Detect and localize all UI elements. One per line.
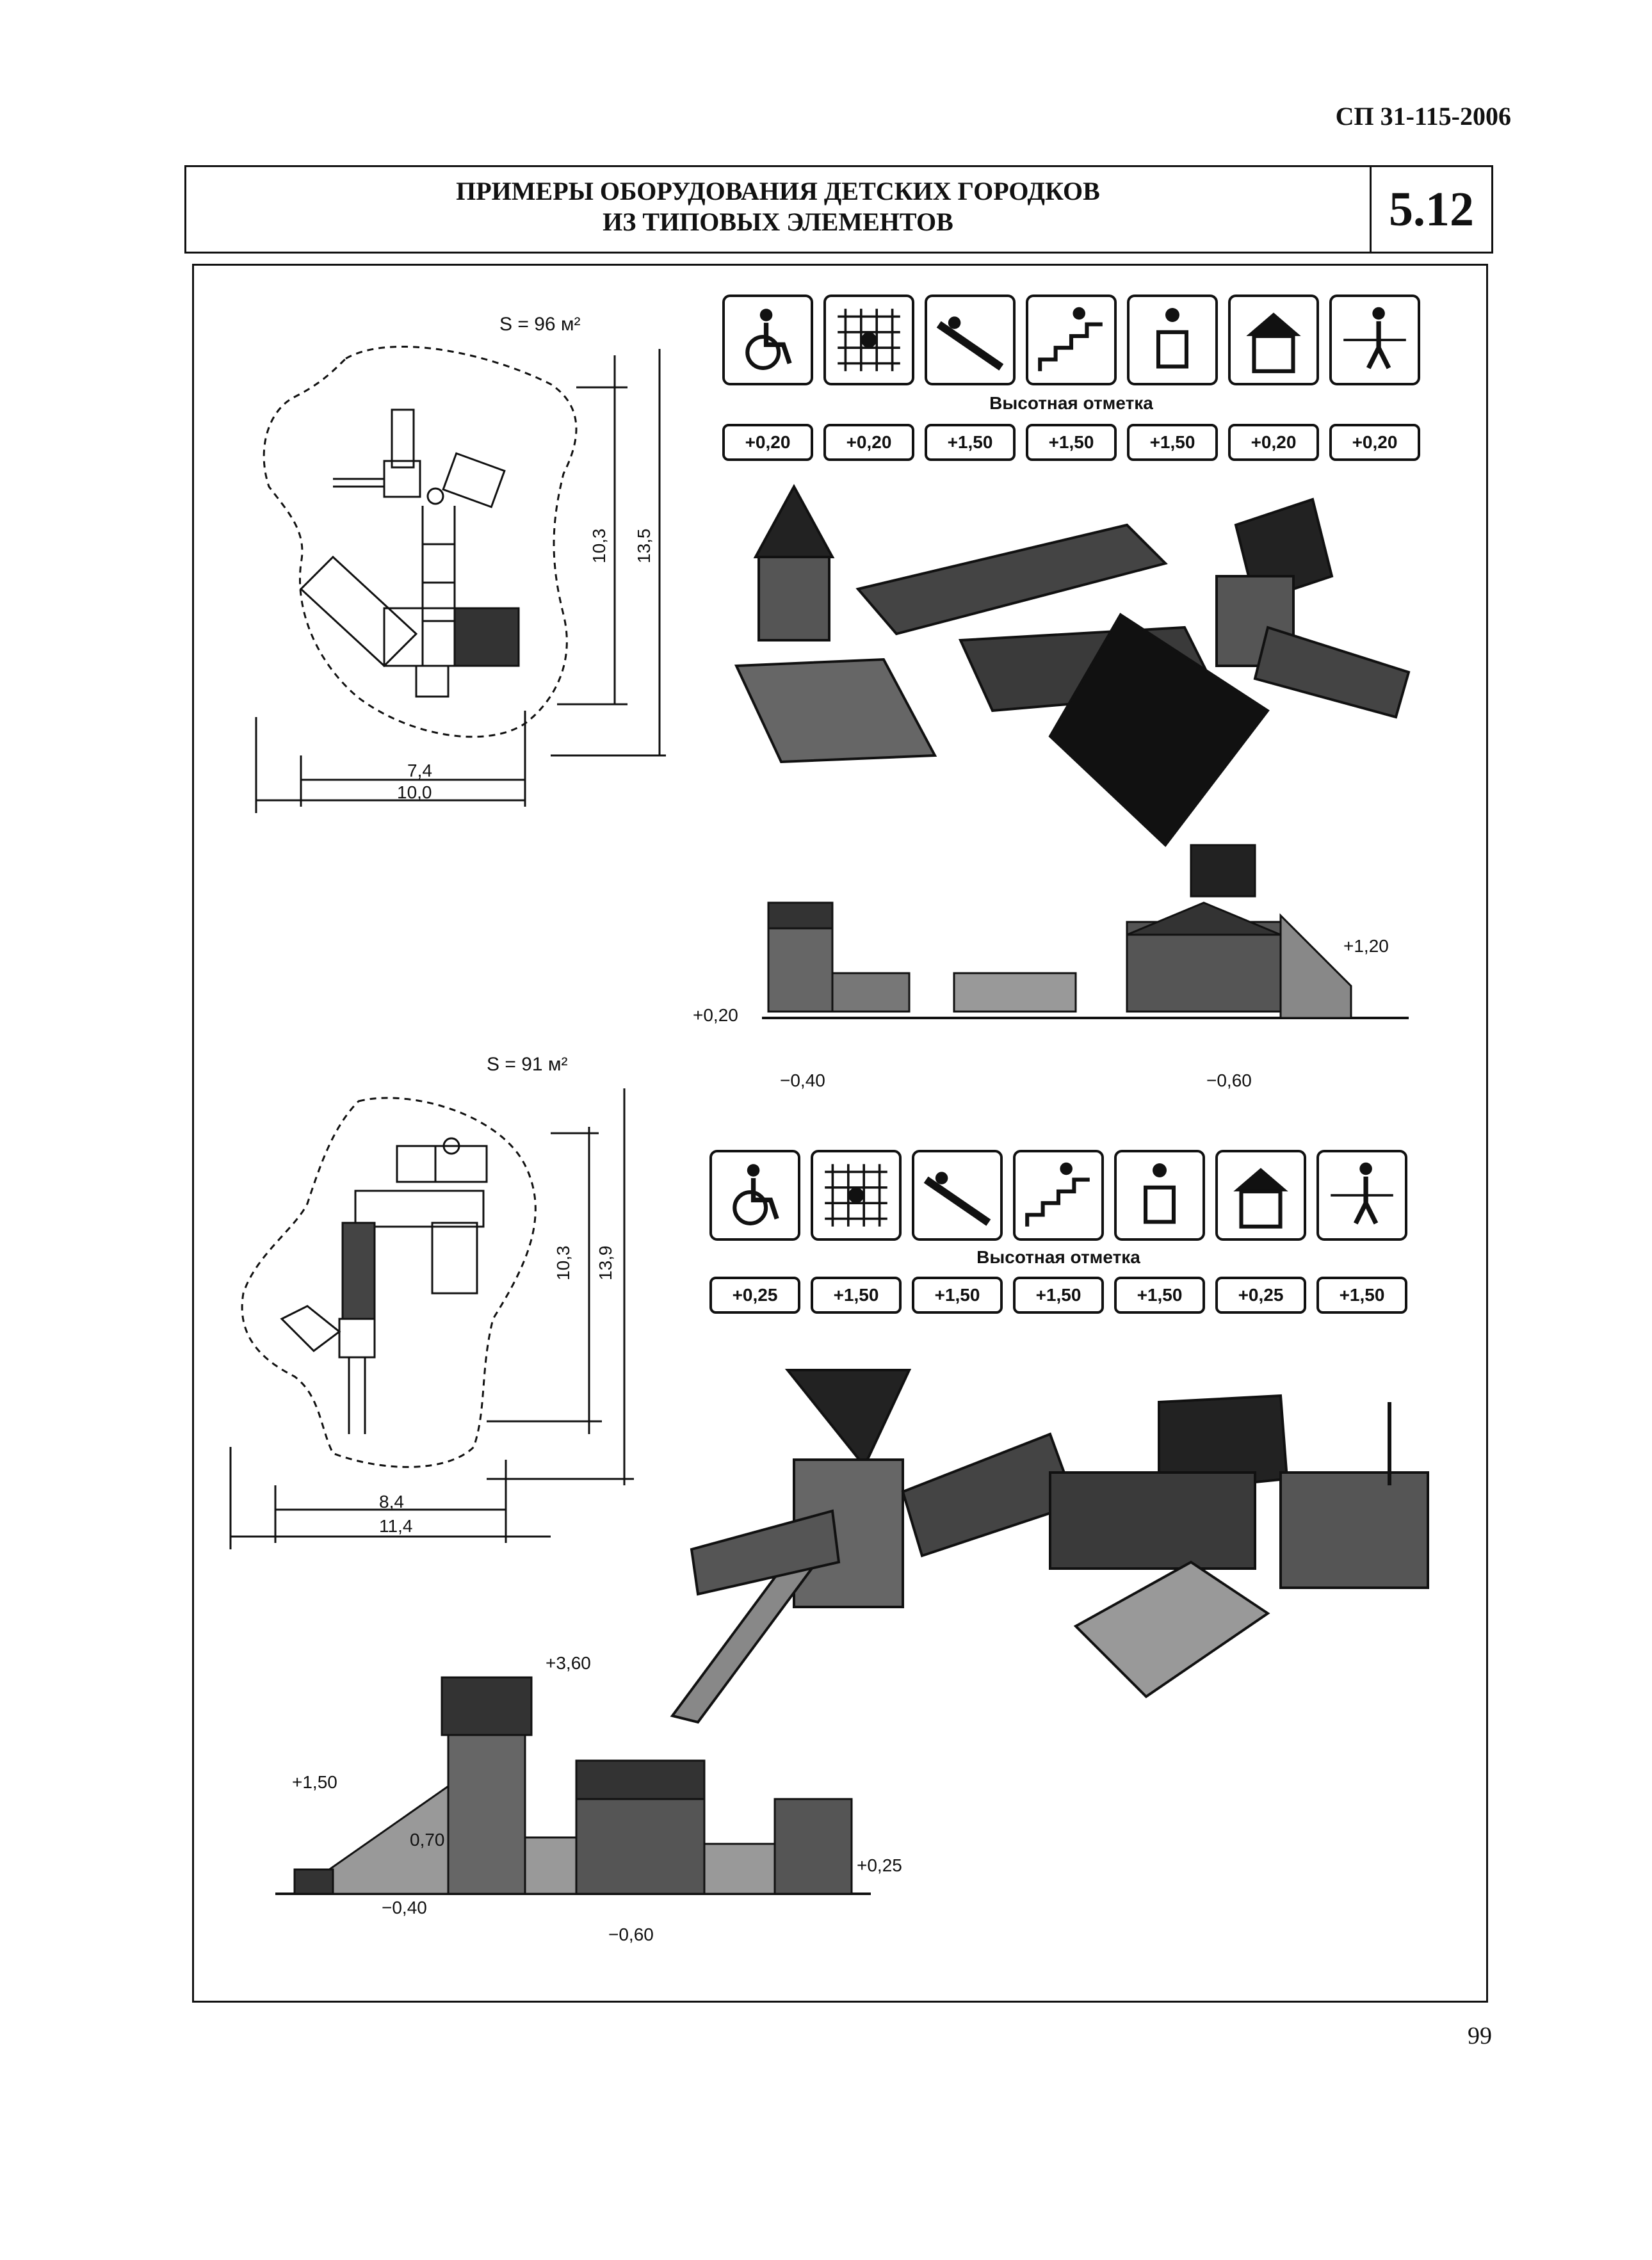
section-view-1 bbox=[762, 844, 1409, 1019]
plan-2 bbox=[229, 1088, 634, 1549]
section2-mark-left: +1,50 bbox=[292, 1772, 337, 1792]
section1-mark-right: +1,20 bbox=[1343, 936, 1389, 956]
elevation-value: +0,20 bbox=[722, 424, 813, 461]
elevation-title-1: Высотная отметка bbox=[989, 393, 1153, 413]
plan1-inner-width: 7,4 bbox=[407, 761, 432, 780]
section2-mark-top: +3,60 bbox=[546, 1653, 591, 1673]
stairs-icon bbox=[1013, 1150, 1104, 1241]
stairs-icon bbox=[1026, 295, 1117, 385]
section2-mark-right: +0,25 bbox=[857, 1855, 902, 1875]
climbing-net-icon bbox=[811, 1150, 902, 1241]
section-view-2 bbox=[275, 1676, 871, 1895]
elevation-value: +1,50 bbox=[811, 1277, 902, 1314]
section2-mark-bottom-mid: −0,60 bbox=[608, 1925, 654, 1944]
perspective-view-2 bbox=[670, 1369, 1429, 1724]
section1-mark-bottom-right: −0,60 bbox=[1206, 1070, 1252, 1090]
playhouse-icon bbox=[1215, 1150, 1306, 1241]
elevation-value: +1,50 bbox=[1127, 424, 1218, 461]
wheelchair-icon bbox=[722, 295, 813, 385]
sheet-number: 5.12 bbox=[1389, 182, 1474, 236]
document-code: СП 31-115-2006 bbox=[1335, 102, 1511, 131]
elevation-value: +0,20 bbox=[1228, 424, 1319, 461]
climbing-net-icon bbox=[823, 295, 914, 385]
plan-1 bbox=[255, 345, 666, 813]
elevation-value: +1,50 bbox=[1026, 424, 1117, 461]
playhouse-icon bbox=[1228, 295, 1319, 385]
ramp-walk-icon bbox=[1329, 295, 1420, 385]
title-block: ПРИМЕРЫ ОБОРУДОВАНИЯ ДЕТСКИХ ГОРОДКОВ ИЗ… bbox=[184, 165, 1493, 254]
section1-mark-bottom-left: −0,40 bbox=[780, 1070, 825, 1090]
title-divider bbox=[1370, 167, 1372, 252]
plan2-inner-width: 8,4 bbox=[379, 1492, 404, 1512]
page-number: 99 bbox=[1468, 2022, 1492, 2049]
play-panel-icon bbox=[1127, 295, 1218, 385]
elevation-value: +1,50 bbox=[1114, 1277, 1205, 1314]
perspective-view-1 bbox=[734, 483, 1411, 847]
plan2-outer-width: 11,4 bbox=[379, 1516, 413, 1536]
elevation-value: +1,50 bbox=[912, 1277, 1003, 1314]
elevation-value: +0,25 bbox=[709, 1277, 800, 1314]
plan1-outer-width: 10,0 bbox=[397, 782, 432, 802]
title-line-1: ПРИМЕРЫ ОБОРУДОВАНИЯ ДЕТСКИХ ГОРОДКОВ bbox=[456, 177, 1100, 206]
elevation-value: +1,50 bbox=[1316, 1277, 1407, 1314]
elevation-value: +1,50 bbox=[1013, 1277, 1104, 1314]
elevation-value: +0,20 bbox=[823, 424, 914, 461]
ramp-walk-icon bbox=[1316, 1150, 1407, 1241]
area-label-1: S = 96 м² bbox=[499, 314, 581, 335]
play-panel-icon bbox=[1114, 1150, 1205, 1241]
slide-icon bbox=[925, 295, 1016, 385]
slide-icon bbox=[912, 1150, 1003, 1241]
elevation-title-2: Высотная отметка bbox=[976, 1247, 1140, 1267]
section2-mark-mid: 0,70 bbox=[410, 1830, 445, 1850]
section2-mark-bottom-left: −0,40 bbox=[382, 1898, 427, 1917]
wheelchair-icon bbox=[709, 1150, 800, 1241]
content-frame bbox=[192, 264, 1488, 2003]
section1-mark-left: +0,20 bbox=[693, 1005, 738, 1025]
title-line-2: ИЗ ТИПОВЫХ ЭЛЕМЕНТОВ bbox=[603, 207, 953, 236]
elevation-value: +1,50 bbox=[925, 424, 1016, 461]
elevation-value: +0,20 bbox=[1329, 424, 1420, 461]
elevation-value: +0,25 bbox=[1215, 1277, 1306, 1314]
area-label-2: S = 91 м² bbox=[487, 1054, 568, 1075]
page-title: ПРИМЕРЫ ОБОРУДОВАНИЯ ДЕТСКИХ ГОРОДКОВ ИЗ… bbox=[186, 176, 1370, 238]
